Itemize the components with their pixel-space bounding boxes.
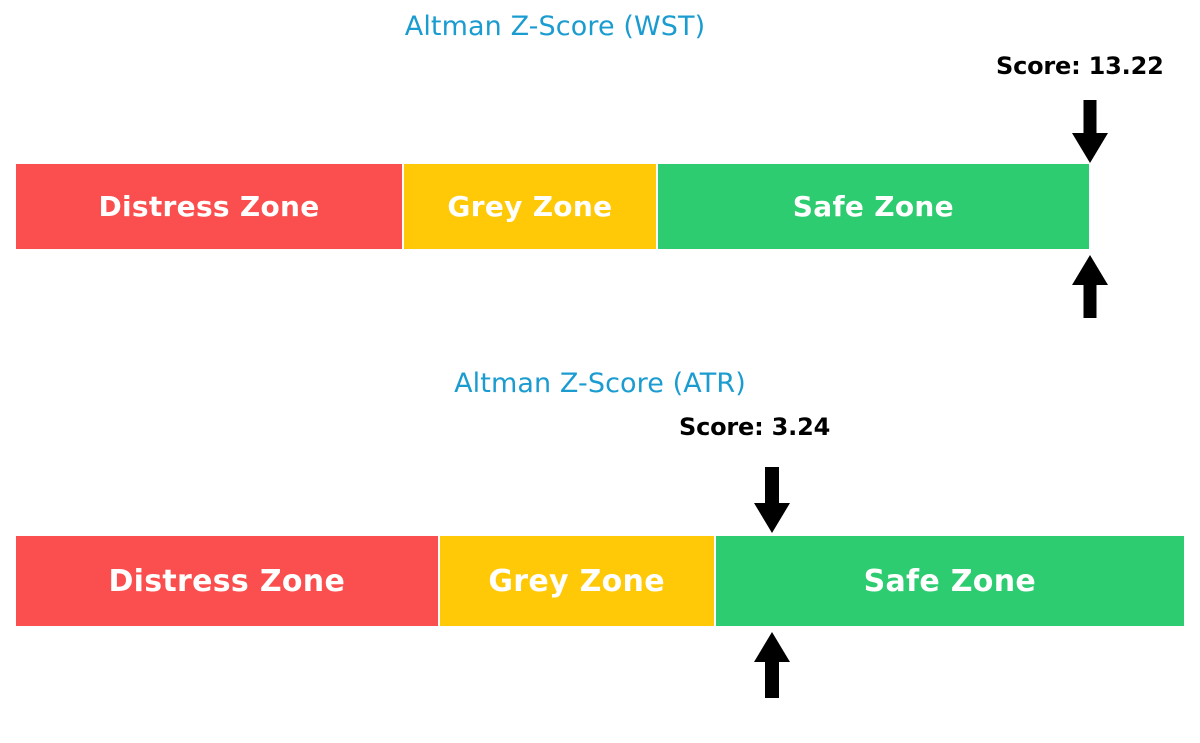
zone-label-grey-atr: Grey Zone xyxy=(488,563,665,599)
zone-distress-atr: Distress Zone xyxy=(15,535,439,627)
arrow-shaft xyxy=(765,467,779,505)
zone-label-safe-atr: Safe Zone xyxy=(863,563,1037,599)
gauge-bar-wst: Distress Zone Grey Zone Safe Zone xyxy=(15,163,1090,250)
chart-title-atr: Altman Z-Score (ATR) xyxy=(454,368,746,399)
arrow-head xyxy=(754,503,790,533)
zone-distress-wst: Distress Zone xyxy=(15,163,404,250)
score-label-wst: Score: 13.22 xyxy=(996,52,1164,80)
zone-label-safe-wst: Safe Zone xyxy=(792,190,954,223)
zone-label-distress-atr: Distress Zone xyxy=(108,563,346,599)
zone-label-distress-wst: Distress Zone xyxy=(98,190,320,223)
arrow-head xyxy=(754,632,790,662)
arrow-shaft xyxy=(1083,282,1097,318)
arrow-head xyxy=(1072,133,1108,163)
zone-safe-wst: Safe Zone xyxy=(656,163,1090,250)
arrow-head xyxy=(1072,255,1108,285)
zone-safe-atr: Safe Zone xyxy=(714,535,1185,627)
zone-grey-atr: Grey Zone xyxy=(438,535,715,627)
zone-label-grey-wst: Grey Zone xyxy=(447,190,613,223)
zone-grey-wst: Grey Zone xyxy=(403,163,657,250)
score-label-atr: Score: 3.24 xyxy=(679,413,831,441)
gauge-bar-atr: Distress Zone Grey Zone Safe Zone xyxy=(15,535,1185,627)
chart-title-wst: Altman Z-Score (WST) xyxy=(404,11,706,42)
arrow-shaft xyxy=(765,660,779,698)
arrow-shaft xyxy=(1083,100,1097,136)
